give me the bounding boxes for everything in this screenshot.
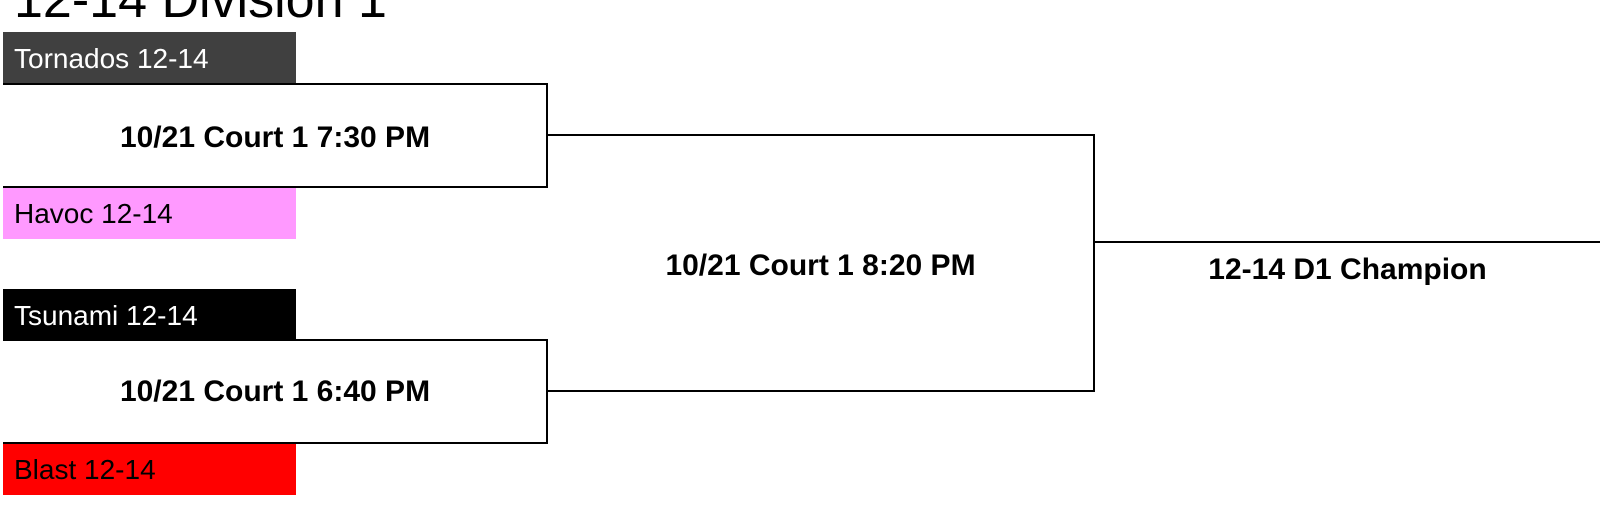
team-box-blast: Blast 12-14 (3, 443, 296, 495)
semifinal-2-label: 10/21 Court 1 6:40 PM (119, 375, 431, 408)
champion-line (1093, 241, 1600, 243)
semifinal-2-bottom-line (3, 442, 548, 444)
semifinal-1-bottom-line (3, 186, 548, 188)
champion-label: 12-14 D1 Champion (1208, 253, 1487, 286)
final-bottom-line (546, 390, 1095, 392)
semifinal-1-top-line (3, 83, 548, 85)
semifinal-2-top-line (3, 339, 548, 341)
team-box-tornados: Tornados 12-14 (3, 32, 296, 84)
semifinal-1-label: 10/21 Court 1 7:30 PM (119, 121, 431, 154)
final-right-line (1093, 134, 1095, 392)
final-label: 10/21 Court 1 8:20 PM (665, 249, 976, 282)
final-top-line (546, 134, 1095, 136)
team-box-havoc: Havoc 12-14 (3, 187, 296, 239)
page-title: 12-14 Division 1 (14, 0, 387, 29)
team-box-tsunami: Tsunami 12-14 (3, 289, 296, 341)
